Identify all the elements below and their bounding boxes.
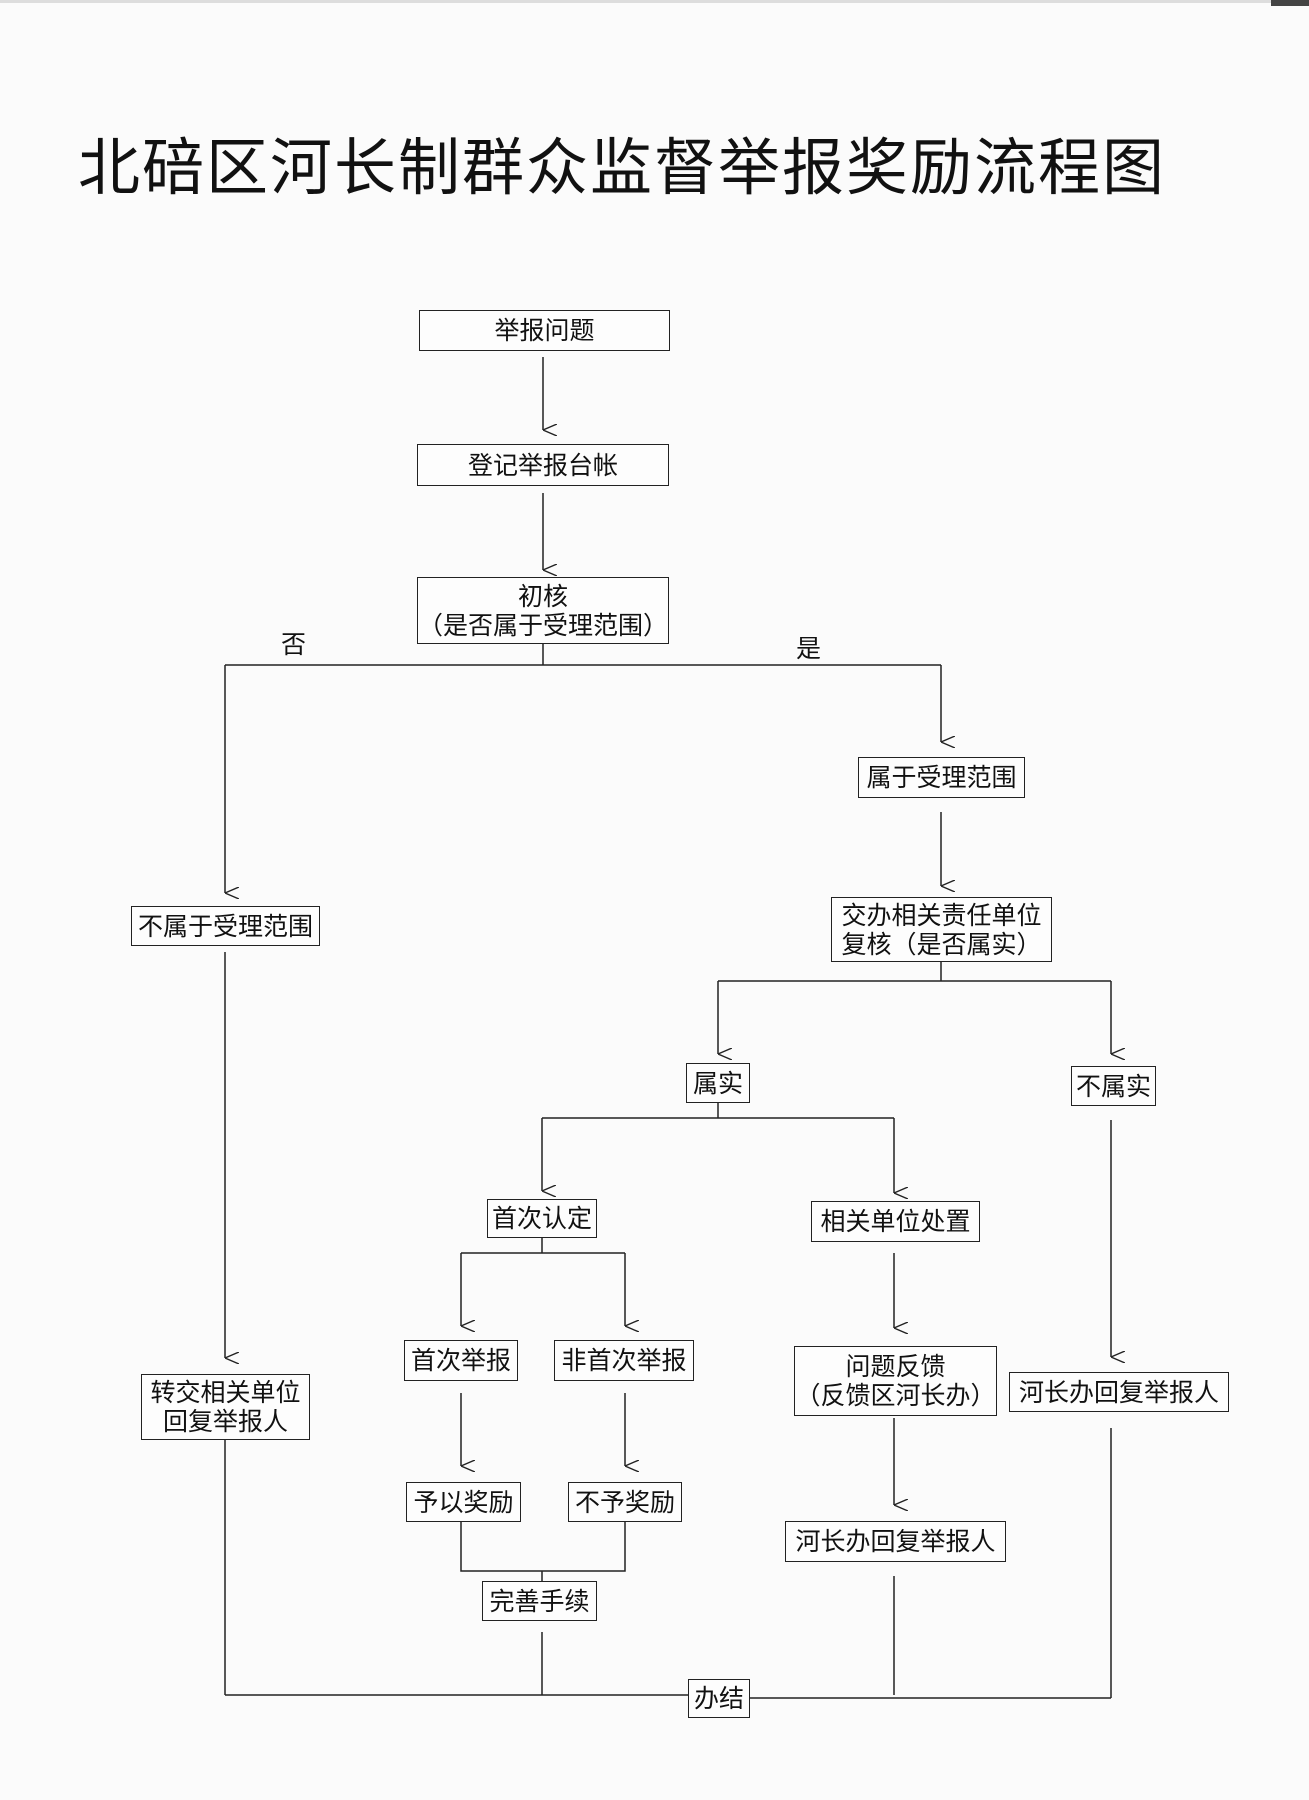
node-unit-handling: 相关单位处置 bbox=[811, 1201, 980, 1242]
edge-label-yes: 是 bbox=[796, 634, 822, 663]
edge-reward-merge bbox=[460, 1522, 626, 1572]
node-office-reply-right: 河长办回复举报人 bbox=[1009, 1372, 1229, 1412]
page-title: 北碚区河长制群众监督举报奖励流程图 bbox=[78, 131, 1167, 204]
node-register-ledger: 登记举报台帐 bbox=[417, 444, 669, 486]
node-assign-units: 交办相关责任单位 复核（是否属实） bbox=[831, 897, 1052, 962]
node-feedback: 问题反馈 （反馈区河长办） bbox=[794, 1346, 997, 1416]
node-transfer-reply: 转交相关单位 回复举报人 bbox=[141, 1374, 310, 1440]
node-first-report: 首次举报 bbox=[404, 1340, 518, 1381]
node-verified-false: 不属实 bbox=[1071, 1066, 1156, 1106]
node-no-reward: 不予奖励 bbox=[568, 1482, 682, 1522]
node-outside-scope: 不属于受理范围 bbox=[131, 906, 320, 946]
node-complete-procedures: 完善手续 bbox=[482, 1581, 597, 1621]
node-grant-reward: 予以奖励 bbox=[406, 1482, 521, 1522]
node-close-case: 办结 bbox=[688, 1679, 750, 1718]
node-office-reply-mid: 河长办回复举报人 bbox=[785, 1521, 1006, 1562]
node-non-first-report: 非首次举报 bbox=[554, 1340, 694, 1381]
node-first-determination: 首次认定 bbox=[487, 1199, 597, 1238]
scan-corner-mark bbox=[1271, 0, 1309, 6]
scan-edge bbox=[0, 0, 1309, 3]
node-verified-true: 属实 bbox=[686, 1063, 750, 1103]
node-initial-review: 初核 （是否属于受理范围） bbox=[417, 577, 669, 644]
node-within-scope: 属于受理范围 bbox=[858, 757, 1025, 798]
edge-label-no: 否 bbox=[281, 630, 307, 659]
node-report-issue: 举报问题 bbox=[419, 310, 670, 351]
